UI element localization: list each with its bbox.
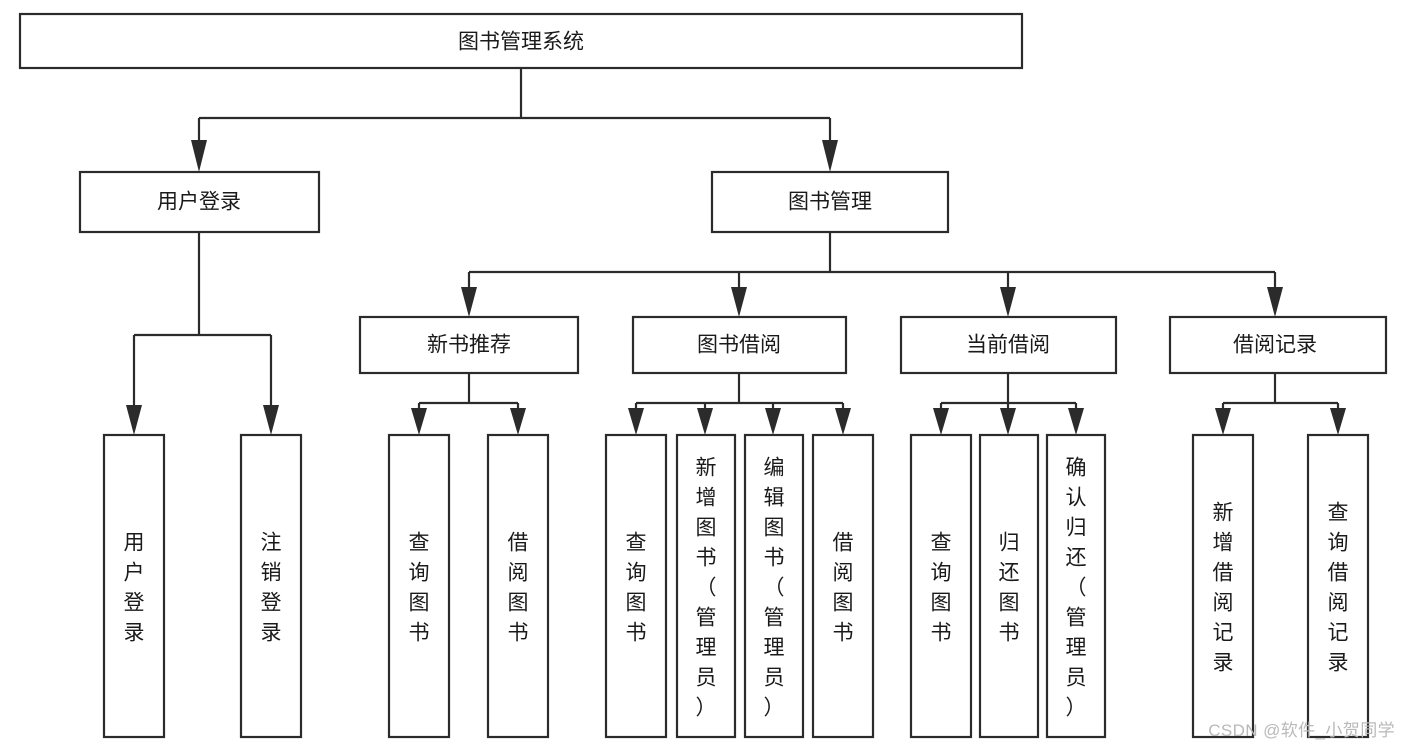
node-leaf-query-book-3[interactable]: 查询图书 bbox=[909, 433, 973, 739]
arrow-head-book-manage bbox=[822, 140, 838, 172]
arrow-head-current-borrow bbox=[1000, 287, 1016, 317]
arrow-head-leaf-borrow-book-2 bbox=[835, 408, 851, 435]
node-book-manage-label: 图书管理 bbox=[788, 191, 872, 214]
node-leaf-user-login[interactable]: 用户登录 bbox=[102, 433, 166, 739]
node-new-book-recommend-box[interactable] bbox=[358, 315, 580, 375]
node-leaf-logout[interactable]: 注销登录 bbox=[239, 433, 303, 739]
node-book-manage[interactable]: 图书管理 bbox=[710, 170, 950, 234]
node-borrow-record[interactable]: 借阅记录 bbox=[1168, 315, 1388, 375]
node-leaf-add-record-label: 新增借阅记录 bbox=[1213, 501, 1234, 674]
node-current-borrow-box[interactable] bbox=[899, 315, 1118, 375]
node-leaf-query-book-3-box[interactable] bbox=[909, 433, 973, 739]
node-borrow-record-box[interactable] bbox=[1168, 315, 1388, 375]
node-new-book-recommend[interactable]: 新书推荐 bbox=[358, 315, 580, 375]
node-borrow-record-label: 借阅记录 bbox=[1233, 334, 1317, 357]
node-leaf-query-book-2-box[interactable] bbox=[604, 433, 668, 739]
arrow-head-leaf-query-book-2 bbox=[628, 408, 644, 435]
node-leaf-query-book-1[interactable]: 查询图书 bbox=[387, 433, 451, 739]
node-leaf-user-login-label: 用户登录 bbox=[124, 531, 145, 644]
node-leaf-confirm-return-box[interactable] bbox=[1045, 433, 1107, 739]
node-leaf-return-book-box[interactable] bbox=[978, 433, 1040, 739]
node-leaf-query-record[interactable]: 查询借阅记录 bbox=[1306, 433, 1370, 739]
node-leaf-borrow-book-1-label: 借阅图书 bbox=[508, 531, 529, 644]
arrow-head-leaf-query-book-3 bbox=[933, 408, 949, 435]
node-leaf-logout-label: 注销登录 bbox=[261, 531, 282, 644]
node-leaf-edit-book-label: 编辑图书（管理员） bbox=[764, 456, 785, 719]
arrow-head-leaf-logout bbox=[263, 405, 279, 435]
node-leaf-query-book-1-label: 查询图书 bbox=[409, 531, 430, 644]
node-leaf-add-book-label: 新增图书（管理员） bbox=[696, 456, 717, 719]
node-book-borrow-box[interactable] bbox=[631, 315, 848, 375]
arrow-head-user-login bbox=[191, 140, 207, 172]
node-root-box[interactable] bbox=[18, 12, 1024, 70]
node-leaf-add-record-box[interactable] bbox=[1191, 433, 1255, 739]
node-leaf-borrow-book-2[interactable]: 借阅图书 bbox=[811, 433, 875, 739]
arrow-head-leaf-user-login bbox=[126, 405, 142, 435]
node-leaf-borrow-book-1-box[interactable] bbox=[486, 433, 550, 739]
node-leaf-confirm-return-label: 确认归还（管理员） bbox=[1066, 456, 1087, 719]
node-new-book-recommend-label: 新书推荐 bbox=[427, 334, 511, 357]
connector-layer bbox=[126, 68, 1346, 435]
node-leaf-edit-book-box[interactable] bbox=[743, 433, 805, 739]
node-leaf-borrow-book-2-box[interactable] bbox=[811, 433, 875, 739]
node-leaf-query-book-2[interactable]: 查询图书 bbox=[604, 433, 668, 739]
node-leaf-return-book-label: 归还图书 bbox=[999, 531, 1020, 644]
arrow-head-new-book-recommend bbox=[461, 287, 477, 317]
arrow-head-leaf-query-record bbox=[1330, 408, 1346, 435]
node-leaf-return-book[interactable]: 归还图书 bbox=[978, 433, 1040, 739]
arrow-head-leaf-borrow-book-1 bbox=[510, 408, 526, 435]
arrow-head-leaf-query-book-1 bbox=[411, 408, 427, 435]
node-leaf-query-record-box[interactable] bbox=[1306, 433, 1370, 739]
arrow-head-leaf-return-book bbox=[1000, 408, 1016, 435]
node-root[interactable]: 图书管理系统 bbox=[18, 12, 1024, 70]
node-leaf-add-book-box[interactable] bbox=[675, 433, 737, 739]
node-user-login-label: 用户登录 bbox=[157, 191, 241, 214]
arrow-head-leaf-add-book bbox=[697, 408, 713, 435]
node-user-login[interactable]: 用户登录 bbox=[78, 170, 321, 234]
node-current-borrow[interactable]: 当前借阅 bbox=[899, 315, 1118, 375]
node-root-label: 图书管理系统 bbox=[458, 31, 584, 54]
node-leaf-query-book-1-box[interactable] bbox=[387, 433, 451, 739]
node-user-login-box[interactable] bbox=[78, 170, 321, 234]
arrow-head-leaf-edit-book bbox=[765, 408, 781, 435]
node-leaf-edit-book[interactable]: 编辑图书（管理员） bbox=[743, 433, 805, 739]
node-leaf-add-book[interactable]: 新增图书（管理员） bbox=[675, 433, 737, 739]
csdn-watermark: CSDN @软件_小贺同学 bbox=[1208, 721, 1395, 740]
node-leaf-logout-box[interactable] bbox=[239, 433, 303, 739]
node-leaf-confirm-return[interactable]: 确认归还（管理员） bbox=[1045, 433, 1107, 739]
node-leaf-query-book-3-label: 查询图书 bbox=[931, 531, 952, 644]
arrow-head-leaf-confirm-return bbox=[1068, 408, 1084, 435]
node-leaf-add-record[interactable]: 新增借阅记录 bbox=[1191, 433, 1255, 739]
node-leaf-borrow-book-2-label: 借阅图书 bbox=[833, 531, 854, 644]
node-leaf-query-book-2-label: 查询图书 bbox=[626, 531, 647, 644]
node-current-borrow-label: 当前借阅 bbox=[966, 334, 1050, 357]
node-book-borrow[interactable]: 图书借阅 bbox=[631, 315, 848, 375]
node-book-borrow-label: 图书借阅 bbox=[697, 334, 781, 357]
node-leaf-user-login-box[interactable] bbox=[102, 433, 166, 739]
arrow-head-borrow-record bbox=[1267, 287, 1283, 317]
node-leaf-borrow-book-1[interactable]: 借阅图书 bbox=[486, 433, 550, 739]
node-leaf-query-record-label: 查询借阅记录 bbox=[1328, 501, 1349, 674]
arrow-head-leaf-add-record bbox=[1215, 408, 1231, 435]
arrow-head-book-borrow bbox=[731, 287, 747, 317]
node-book-manage-box[interactable] bbox=[710, 170, 950, 234]
